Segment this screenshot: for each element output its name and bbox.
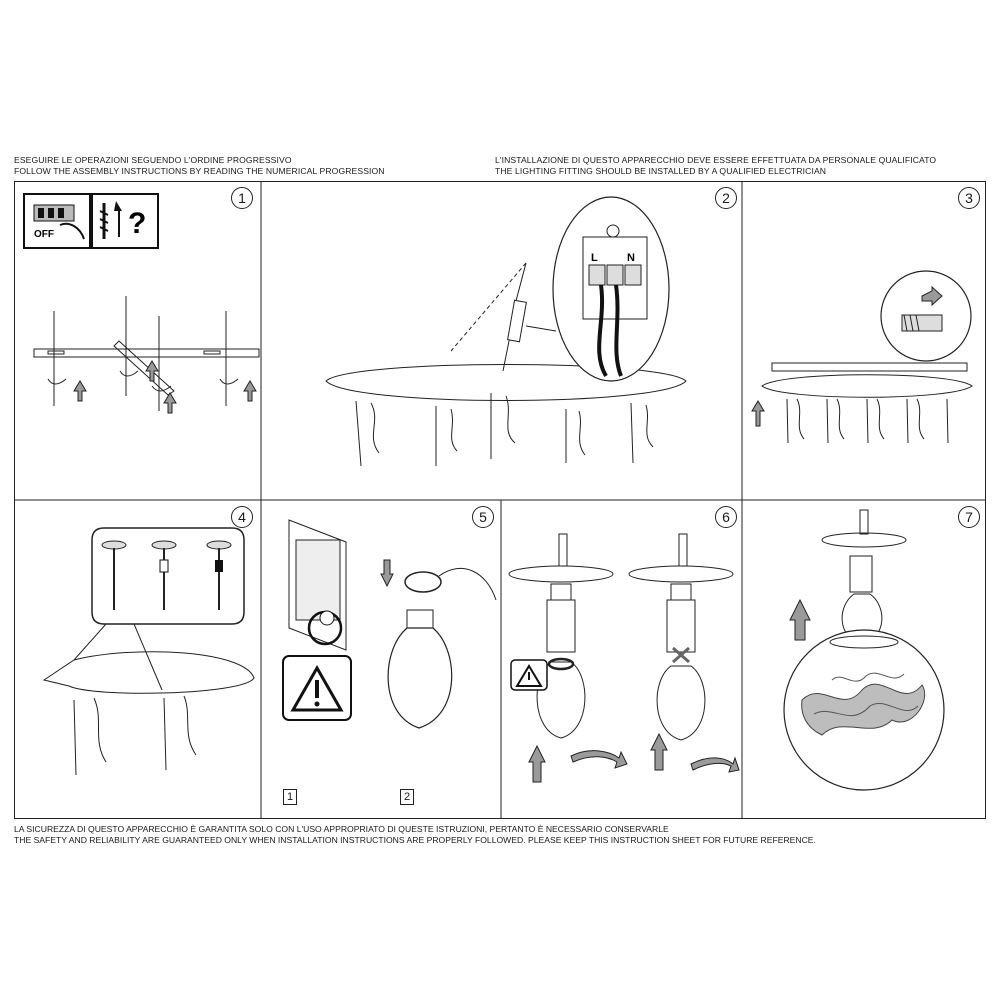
bulb-ring-drawing [380, 559, 497, 729]
lamp-holder-left [508, 533, 614, 739]
screw-zoom-circle [880, 270, 972, 362]
terminal-n-label: N [627, 252, 635, 264]
panel-1-illustration: OFF ? [23, 193, 260, 414]
grid-frame [14, 181, 986, 819]
sub-step-2: 2 [400, 789, 414, 805]
lamp-holder-right [628, 533, 734, 741]
step-number-6: 6 [715, 506, 737, 528]
rotate-arrows [528, 732, 740, 783]
header-left-line2: FOLLOW THE ASSEMBLY INSTRUCTIONS BY READ… [14, 166, 385, 176]
ceiling-canopy-drawing [325, 364, 687, 467]
canopy-plate-drawing [761, 362, 973, 444]
cable-drawing [450, 262, 527, 372]
step-number-4: 4 [231, 506, 253, 528]
step-number-5: 5 [472, 506, 494, 528]
up-arrow-icon [751, 400, 765, 427]
step-number-1: 1 [231, 187, 253, 209]
up-arrow-icons [73, 360, 257, 414]
switch-off-label: OFF [34, 229, 54, 240]
warning-small-icon [510, 659, 548, 691]
header-right: L'INSTALLAZIONE DI QUESTO APPARECCHIO DE… [495, 155, 936, 177]
pin-zoom-box [91, 527, 245, 625]
instruction-grid: OFF ? [14, 181, 986, 819]
step-number-2: 2 [715, 187, 737, 209]
panel-7-illustration [783, 509, 945, 791]
up-arrow-icon [789, 598, 811, 641]
canopy-pins-drawing [42, 623, 255, 776]
panel-2-illustration: L N [325, 196, 687, 467]
pendant-top [821, 509, 907, 645]
tools-question-icon: ? [91, 193, 159, 249]
panel-3-illustration [751, 270, 973, 444]
switch-off-icon: OFF [23, 193, 91, 249]
sub-step-1: 1 [283, 789, 297, 805]
warning-icon [282, 655, 352, 721]
header-right-line2: THE LIGHTING FITTING SHOULD BE INSTALLED… [495, 166, 827, 176]
step-number-3: 3 [958, 187, 980, 209]
footer: LA SICUREZZA DI QUESTO APPARECCHIO È GAR… [14, 824, 816, 846]
terminal-zoom-circle: L N [525, 196, 670, 382]
instruction-sheet-icon [288, 519, 347, 651]
mounting-bracket-drawing [33, 296, 260, 411]
footer-line1: LA SICUREZZA DI QUESTO APPARECCHIO È GAR… [14, 824, 669, 834]
header-right-line1: L'INSTALLAZIONE DI QUESTO APPARECCHIO DE… [495, 155, 937, 165]
glass-globe-drawing [783, 629, 945, 791]
terminal-l-label: L [591, 252, 598, 264]
header-left-line1: ESEGUIRE LE OPERAZIONI SEGUENDO L'ORDINE… [14, 155, 292, 165]
header-left: ESEGUIRE LE OPERAZIONI SEGUENDO L'ORDINE… [14, 155, 385, 177]
panel-6-illustration [508, 533, 740, 783]
panel-5-illustration [282, 519, 497, 729]
step-number-7: 7 [958, 506, 980, 528]
footer-line2: THE SAFETY AND RELIABILITY ARE GUARANTEE… [14, 835, 816, 845]
panel-4-illustration [42, 527, 255, 776]
question-mark: ? [128, 207, 146, 240]
